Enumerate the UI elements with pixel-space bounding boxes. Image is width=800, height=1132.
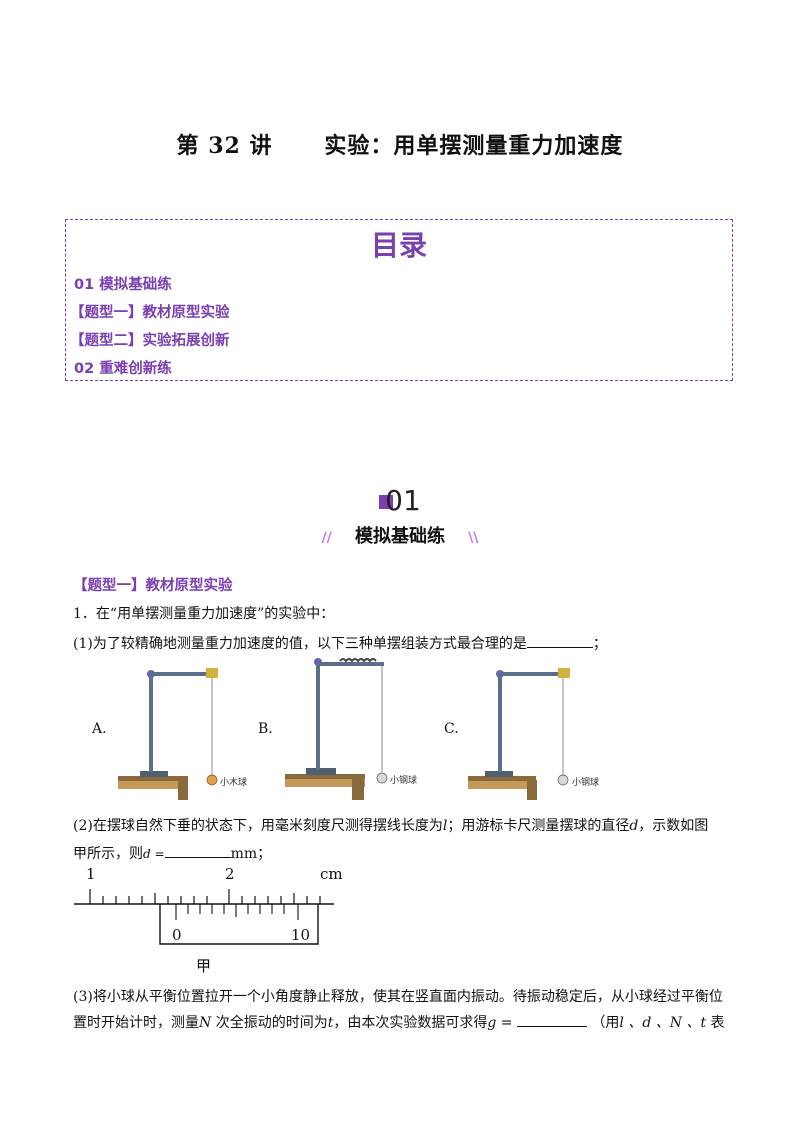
option-c-label[interactable]: C. [444, 721, 459, 737]
var-d-eq: d = [143, 847, 165, 861]
part3-text-b: 次全振动的时间为 [211, 1015, 328, 1031]
banner-decoration-right: \\ [468, 530, 479, 546]
question-part-2-line2: 甲所示，则d = mm； [73, 843, 271, 863]
type-heading: 【题型一】教材原型实验 [73, 578, 233, 594]
question-stem: 1．在“用单摆测量重力加速度”的实验中： [73, 606, 335, 622]
answer-blank-1[interactable] [526, 633, 593, 648]
part1-text: (1)为了较精确地测量重力加速度的值，以下三种单摆组装方式最合理的是 [73, 636, 527, 652]
unit-mm: mm； [230, 846, 272, 862]
option-a-apparatus [118, 668, 218, 800]
option-b-label[interactable]: B. [258, 721, 273, 737]
option-b-apparatus [285, 658, 388, 800]
var-l: l [442, 818, 448, 834]
section-banner: // 模拟基础练 \\ [0, 522, 800, 548]
option-a-label[interactable]: A. [92, 721, 107, 737]
section-label: 模拟基础练 [355, 526, 445, 547]
pendulum-options-figure [118, 658, 570, 800]
main-scale-ticks [89, 889, 321, 904]
section-number-text: 01 [385, 484, 421, 517]
main-scale-label-2: 2 [225, 865, 235, 883]
var-d: d [629, 818, 639, 834]
page-title: 第 32 讲 实验：用单摆测量重力加速度 [176, 133, 624, 159]
var-g: g = [487, 1015, 513, 1031]
answer-blank-3[interactable] [516, 1012, 587, 1027]
part3-text-c: ，由本次实验数据可求得 [333, 1015, 488, 1031]
part3-text-a: 置时开始计时，测量 [73, 1015, 199, 1031]
part3-text-d: （用 [591, 1015, 620, 1031]
toc-heading: 目录 [370, 229, 427, 262]
question-part-3-line2: 置时开始计时，测量N 次全振动的时间为t，由本次实验数据可求得g = （用l 、… [73, 1012, 725, 1032]
banner-decoration-left: // [321, 530, 332, 546]
part2-text-d: 甲所示，则 [73, 846, 143, 862]
answer-blank-2[interactable] [164, 843, 231, 858]
section-number: 01 [0, 484, 800, 517]
question-part-3-line1: (3)将小球从平衡位置拉开一个小角度静止释放，使其在竖直面内振动。待振动稳定后，… [73, 989, 723, 1005]
option-c-ball-label: 小钢球 [572, 778, 600, 788]
part3-text-e: 表 [706, 1015, 725, 1031]
table-of-contents: 目录 01 模拟基础练 【题型一】教材原型实验 【题型二】实验拓展创新 02 重… [65, 219, 733, 381]
toc-item[interactable]: 01 模拟基础练 [74, 277, 172, 293]
part2-text-b: ；用游标卡尺测量摆球的直径 [447, 818, 630, 834]
caliper-unit: cm [320, 865, 343, 883]
option-b-ball-label: 小钢球 [390, 776, 418, 786]
vernier-label-0: 0 [172, 926, 182, 944]
vernier-scale-ticks [175, 904, 299, 920]
toc-item[interactable]: 02 重难创新练 [74, 361, 172, 377]
part2-text-c: ，示数如图 [638, 818, 709, 834]
option-c-apparatus [468, 668, 570, 800]
figure-caption: 甲 [196, 957, 212, 975]
question-part-2-line1: (2)在摆球自然下垂的状态下，用毫米刻度尺测得摆线长度为l；用游标卡尺测量摆球的… [73, 815, 708, 835]
part1-end: ； [592, 636, 607, 652]
var-t: t [327, 1015, 334, 1031]
toc-item[interactable]: 【题型一】教材原型实验 [70, 305, 230, 321]
vernier-caliper-figure [74, 889, 334, 945]
section-marker [379, 495, 394, 509]
option-a-ball-label: 小木球 [220, 778, 248, 788]
part2-text: (2)在摆球自然下垂的状态下，用毫米刻度尺测得摆线长度为 [73, 818, 443, 834]
vernier-label-10: 10 [291, 926, 311, 944]
vars-list: l 、d 、N 、t [619, 1015, 707, 1031]
var-N: N [199, 1015, 212, 1031]
question-part-1: (1)为了较精确地测量重力加速度的值，以下三种单摆组装方式最合理的是 ； [73, 633, 607, 653]
main-scale-label-1: 1 [86, 865, 96, 883]
toc-item[interactable]: 【题型二】实验拓展创新 [70, 333, 230, 349]
